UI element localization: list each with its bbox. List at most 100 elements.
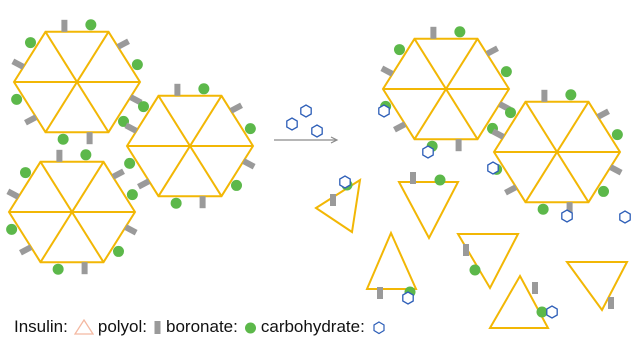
polyol-bar (56, 149, 63, 162)
polyol-bar (229, 102, 243, 114)
boronate-dot (434, 174, 446, 186)
polyol-bar (410, 172, 416, 184)
polyol-bar (566, 202, 573, 215)
green-dot-icon (244, 322, 256, 334)
carbohydrate-hexagon (339, 175, 351, 189)
boronate-dot (598, 185, 610, 197)
insulin-monomer (365, 230, 418, 299)
boronate-dot (565, 89, 577, 101)
boronate-dot (198, 83, 210, 95)
boronate-dot (244, 123, 256, 135)
boronate-dot (19, 167, 31, 179)
polyol-bar (24, 114, 38, 126)
boronate-dot (231, 179, 243, 191)
boronate-dot (24, 37, 36, 49)
polyol-bar (81, 262, 88, 275)
hexamer-diagonal (157, 95, 223, 197)
boronate-dot (170, 197, 182, 209)
hexamer-diagonal (413, 38, 479, 140)
polyol-bar (124, 224, 138, 236)
polyol-bar (137, 178, 151, 190)
boronate-dot (6, 223, 18, 235)
polyol-bar (463, 244, 469, 256)
boronate-dot (124, 157, 136, 169)
legend-carbohydrate-label: carbohydrate: (260, 317, 365, 336)
free-carbohydrate-group (286, 104, 631, 319)
reaction-arrow-icon (274, 136, 339, 144)
polyol-bar (174, 83, 181, 96)
polyol-bar (124, 122, 138, 134)
polyol-bar (330, 194, 336, 206)
carbohydrate-hexagon (402, 291, 414, 305)
boronate-dot (85, 19, 97, 31)
boronate-dot (469, 264, 481, 276)
insulin-hexamer (6, 149, 138, 275)
hexamer-diagonal (44, 31, 110, 133)
insulin-triangle (314, 177, 362, 234)
hexamer-diagonal (39, 161, 105, 263)
hexagon-outline-icon (373, 321, 385, 335)
carbohydrate-hexagon (378, 104, 390, 118)
boronate-dot (611, 129, 623, 141)
boronate-dot (454, 26, 466, 38)
boronate-dot (504, 107, 516, 119)
boronate-dot (80, 149, 92, 161)
legend-polyol-label: polyol: (97, 317, 148, 336)
polyol-bar (485, 45, 499, 57)
polyol-bar (393, 121, 407, 133)
carbohydrate-hexagon (546, 305, 558, 319)
polyol-bar (491, 128, 505, 140)
insulin-hexamer (11, 19, 143, 145)
insulin-hexamer-group (6, 19, 623, 275)
insulin-monomer (488, 273, 550, 329)
boronate-dot (126, 189, 138, 201)
polyol-bar (116, 38, 130, 50)
polyol-bar (608, 297, 614, 309)
boronate-dot (118, 115, 130, 127)
boronate-dot (57, 133, 69, 145)
boronate-dot (11, 93, 23, 105)
carbohydrate-hexagon (487, 161, 499, 175)
insulin-monomer (456, 233, 520, 291)
insulin-monomer (314, 177, 362, 234)
insulin-hexamer (124, 83, 256, 209)
insulin-triangle (488, 273, 550, 329)
polyol-bar (86, 132, 93, 145)
polyol-bar (6, 188, 20, 200)
boronate-dot (536, 306, 548, 318)
insulin-triangle (565, 261, 629, 312)
insulin-triangle (456, 233, 520, 291)
boronate-dot (500, 66, 512, 78)
polyol-bar (111, 168, 125, 180)
carbohydrate-hexagon (561, 209, 573, 223)
boronate-dot (537, 203, 549, 215)
polyol-bar (61, 19, 68, 32)
insulin-hexamer (491, 89, 623, 215)
insulin-monomer (565, 261, 629, 312)
triangle-outline-icon (73, 319, 94, 335)
insulin-monomer (397, 172, 460, 241)
insulin-triangle (365, 230, 418, 290)
carbohydrate-hexagon (286, 117, 298, 131)
polyol-bar (430, 26, 437, 39)
hexamer-diagonal (524, 101, 590, 203)
legend: Insulin: polyol: boronate: carbohydrate: (14, 316, 387, 338)
polyol-bar (377, 287, 383, 299)
boronate-dot (137, 101, 149, 113)
polyol-bar (532, 282, 538, 294)
carbohydrate-hexagon (422, 145, 434, 159)
legend-insulin-label: Insulin: (14, 317, 68, 336)
polyol-bar (19, 244, 33, 256)
polyol-bar (129, 94, 143, 106)
carbohydrate-hexagon (619, 210, 631, 224)
boronate-dot (131, 59, 143, 71)
boronate-dot (52, 263, 64, 275)
polyol-bar (11, 58, 25, 70)
insulin-triangle (397, 181, 460, 241)
gray-bar-icon (154, 321, 161, 334)
boronate-dot (393, 44, 405, 56)
polyol-bar (380, 65, 394, 77)
free-insulin-group (314, 172, 629, 329)
legend-boronate-label: boronate: (166, 317, 238, 336)
